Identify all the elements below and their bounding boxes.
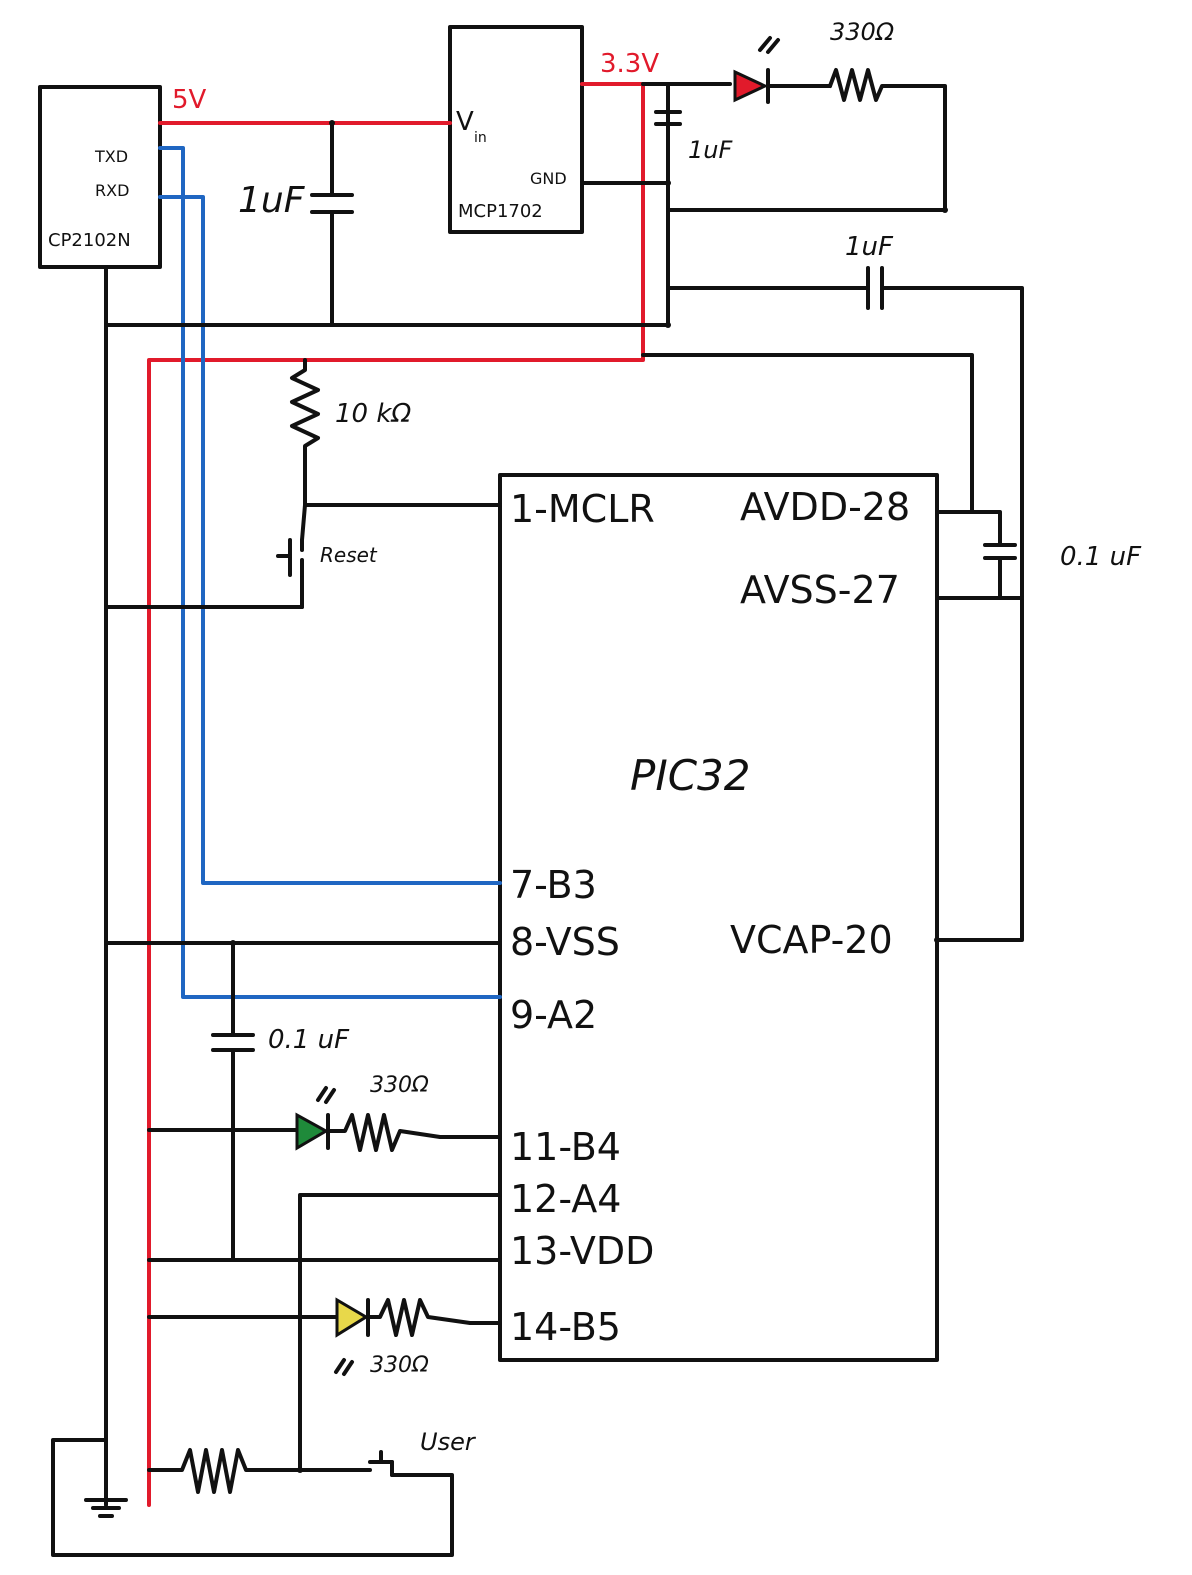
avdd-capacitor-label: 0.1 uF xyxy=(1060,542,1142,572)
cp2102-block xyxy=(38,85,162,269)
power-led xyxy=(733,36,832,104)
pin-avss-label: AVSS-27 xyxy=(740,568,900,612)
ground-symbol xyxy=(84,1488,128,1518)
output-capacitor xyxy=(654,110,682,126)
pic32-name-label: PIC32 xyxy=(630,751,750,800)
pullup-resistor xyxy=(290,358,320,542)
power-led-resistor xyxy=(828,68,947,212)
pin-a2-label: 9-A2 xyxy=(510,993,597,1037)
vcap-capacitor-label: 1uF xyxy=(845,232,894,262)
user-button-label: User xyxy=(420,1428,477,1456)
reset-button-label: Reset xyxy=(320,543,378,567)
reset-button xyxy=(276,538,304,577)
pin-b3-label: 7-B3 xyxy=(510,863,597,907)
power-led-resistor-label: 330Ω xyxy=(830,18,895,46)
b5-led-resistor-label: 330Ω xyxy=(370,1353,429,1378)
pin-avdd-label: AVDD-28 xyxy=(740,485,910,529)
input-capacitor xyxy=(310,193,354,214)
cp2102-rxd-label: RXD xyxy=(95,181,129,200)
regulator-block xyxy=(448,25,584,234)
pin-b5-label: 14-B5 xyxy=(510,1305,621,1349)
vdd-capacitor-label: 0.1 uF xyxy=(268,1025,350,1055)
user-button xyxy=(298,1450,394,1477)
rail-5v-label: 5V xyxy=(172,85,207,115)
pin-vdd-label: 13-VDD xyxy=(510,1229,654,1273)
cp2102-name-label: CP2102N xyxy=(48,230,131,251)
b5-led-resistor xyxy=(366,1298,502,1337)
vdd-capacitor xyxy=(211,1033,255,1052)
uart-wires xyxy=(158,146,502,999)
regulator-name-label: MCP1702 xyxy=(458,201,543,222)
regulator-vin-subscript: in xyxy=(474,130,487,146)
user-pulldown-resistor xyxy=(147,1448,302,1494)
regulator-gnd-label: GND xyxy=(530,169,567,188)
pin-vss-label: 8-VSS xyxy=(510,920,620,964)
b5-led xyxy=(334,1297,370,1376)
vcap-capacitor xyxy=(858,266,889,310)
junction-dots xyxy=(230,120,948,1473)
rail-3v3-label: 3.3V xyxy=(600,49,659,79)
regulator-vin-label: V xyxy=(456,107,474,137)
pic32-block xyxy=(498,473,939,1362)
b4-led-resistor xyxy=(326,1113,502,1152)
pin-mclr-label: 1-MCLR xyxy=(510,487,655,531)
power-wires: 5V 3.3V xyxy=(147,49,659,1507)
pullup-resistor-label: 10 kΩ xyxy=(335,399,411,429)
cp2102-txd-label: TXD xyxy=(94,147,128,166)
pin-b4-label: 11-B4 xyxy=(510,1125,621,1169)
pin-a4-label: 12-A4 xyxy=(510,1177,621,1221)
avdd-capacitor xyxy=(983,543,1017,560)
pin-vcap-label: VCAP-20 xyxy=(730,918,893,962)
b4-led-resistor-label: 330Ω xyxy=(370,1073,429,1098)
input-capacitor-label: 1uF xyxy=(238,180,306,221)
output-capacitor-label: 1uF xyxy=(688,136,733,164)
b4-led xyxy=(295,1086,336,1151)
